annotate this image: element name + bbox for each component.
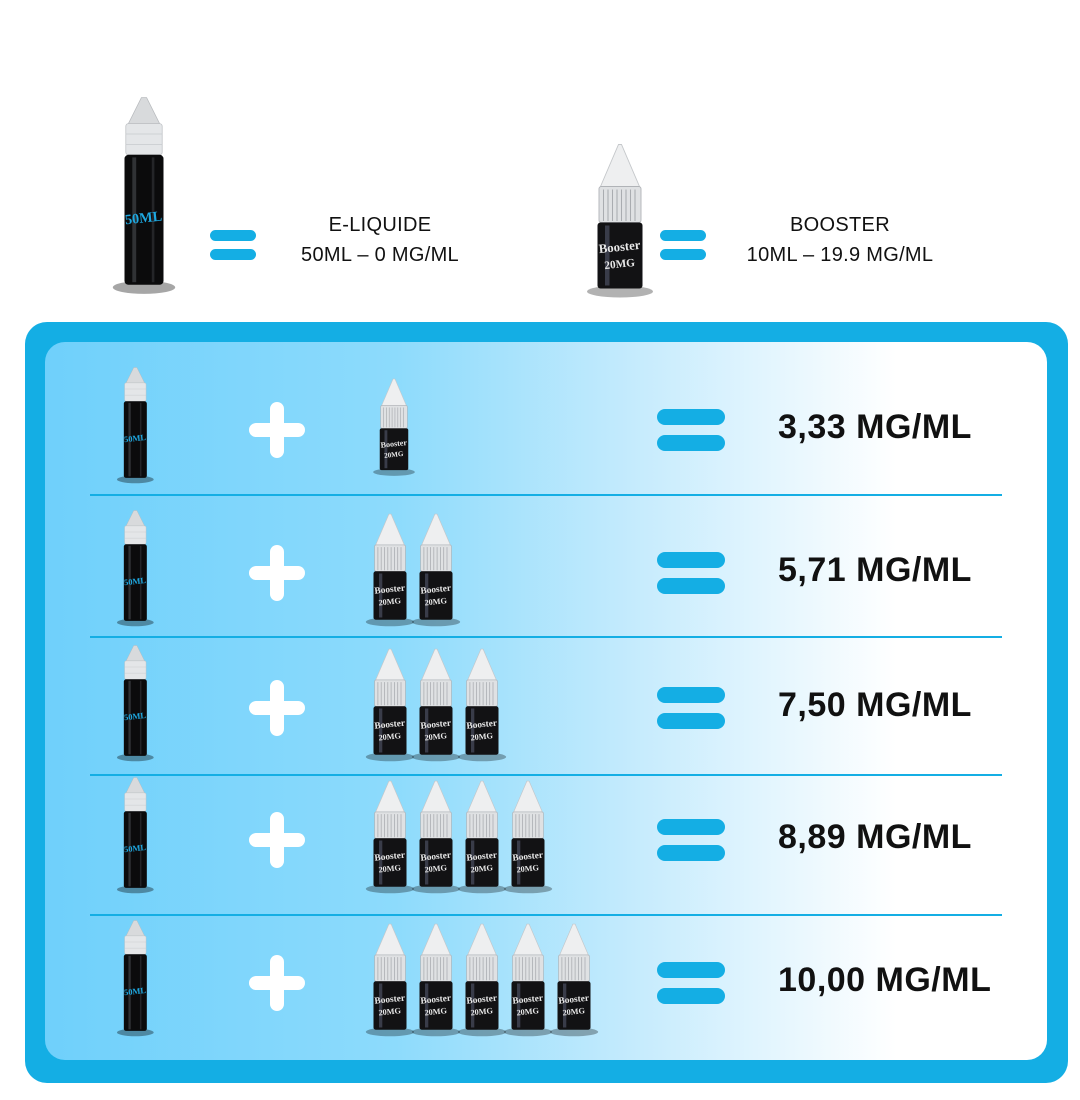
equals-icon xyxy=(657,962,725,1004)
eliquid-bottle-icon: 50ML xyxy=(116,510,154,627)
svg-text:Booster: Booster xyxy=(512,994,543,1007)
svg-text:20MG: 20MG xyxy=(516,863,540,874)
equals-icon xyxy=(657,409,725,451)
booster-bottle-icon: Booster 20MG xyxy=(457,923,507,1037)
equals-icon xyxy=(657,819,725,861)
booster-bottle-icon: Booster 20MG xyxy=(365,513,415,627)
svg-text:20MG: 20MG xyxy=(604,257,636,272)
booster-bottle-icon: Booster 20MG xyxy=(411,923,461,1037)
svg-text:Booster: Booster xyxy=(512,851,543,864)
legend-eliquid-detail: 50ML – 0 MG/ML xyxy=(301,244,459,266)
booster-bottle-icon: Booster 20MG xyxy=(411,780,461,894)
bottle-label: 50ML xyxy=(124,575,147,587)
booster-bottle-icon: Booster 20MG xyxy=(503,780,553,894)
svg-text:20MG: 20MG xyxy=(378,1006,402,1017)
svg-text:20MG: 20MG xyxy=(470,1006,494,1017)
eliquid-bottle-icon: 50ML xyxy=(116,920,154,1037)
svg-text:Booster: Booster xyxy=(466,851,497,864)
svg-text:Booster: Booster xyxy=(374,994,405,1007)
booster-bottle-icon: Booster 20MG xyxy=(411,648,461,762)
booster-bottle-icon: Booster 20MG xyxy=(457,648,507,762)
booster-bottle-icon: Booster 20MG xyxy=(549,923,599,1037)
legend-booster-detail: 10ML – 19.9 MG/ML xyxy=(746,244,934,266)
svg-text:Booster: Booster xyxy=(420,719,451,732)
svg-text:20MG: 20MG xyxy=(384,449,405,459)
eliquid-bottle-icon: 50ML xyxy=(116,777,154,894)
nicotine-result: 5,71 MG/ML xyxy=(778,551,972,589)
plus-icon xyxy=(249,545,305,601)
booster-bottle-icon: Booster 20MG xyxy=(503,923,553,1037)
svg-text:20MG: 20MG xyxy=(470,863,494,874)
plus-icon xyxy=(249,402,305,458)
svg-text:20MG: 20MG xyxy=(378,596,402,607)
svg-text:Booster: Booster xyxy=(420,851,451,864)
booster-bottle-icon: Booster 20MG xyxy=(373,378,415,476)
bottle-label: 50ML xyxy=(124,209,163,229)
eliquid-bottle-icon: 50ML xyxy=(116,367,154,484)
booster-bottle-icon: Booster 20MG xyxy=(365,780,415,894)
plus-icon xyxy=(249,812,305,868)
svg-text:20MG: 20MG xyxy=(378,731,402,742)
legend-booster: BOOSTER 10ML – 19.9 MG/ML xyxy=(720,210,960,270)
equals-icon xyxy=(660,230,706,260)
row-divider xyxy=(90,494,1002,496)
svg-text:Booster: Booster xyxy=(466,719,497,732)
row-divider xyxy=(90,914,1002,916)
equals-icon xyxy=(657,552,725,594)
svg-text:Booster: Booster xyxy=(598,238,641,256)
booster-bottle-icon: Booster 20MG xyxy=(457,780,507,894)
mix-table-panel xyxy=(45,342,1047,1060)
svg-text:Booster: Booster xyxy=(374,719,405,732)
plus-icon xyxy=(249,955,305,1011)
booster-bottle-icon: Booster 20MG xyxy=(411,513,461,627)
svg-text:Booster: Booster xyxy=(374,584,405,597)
nicotine-result: 8,89 MG/ML xyxy=(778,818,972,856)
svg-text:Booster: Booster xyxy=(380,438,408,450)
svg-text:20MG: 20MG xyxy=(424,596,448,607)
nicotine-result: 7,50 MG/ML xyxy=(778,686,972,724)
bottle-label: 50ML xyxy=(124,710,147,722)
svg-text:20MG: 20MG xyxy=(562,1006,586,1017)
svg-text:Booster: Booster xyxy=(466,994,497,1007)
svg-text:Booster: Booster xyxy=(374,851,405,864)
svg-text:20MG: 20MG xyxy=(516,1006,540,1017)
eliquid-bottle-icon: 50ML xyxy=(112,97,176,294)
booster-bottle-icon: Booster 20MG xyxy=(587,144,653,298)
row-divider xyxy=(90,636,1002,638)
legend-eliquid-title: E-LIQUIDE xyxy=(328,214,432,236)
legend-eliquid: E-LIQUIDE 50ML – 0 MG/ML xyxy=(270,210,490,270)
plus-icon xyxy=(249,680,305,736)
svg-text:20MG: 20MG xyxy=(424,731,448,742)
svg-text:20MG: 20MG xyxy=(378,863,402,874)
bottle-label: 50ML xyxy=(124,985,147,997)
bottle-label: 50ML xyxy=(124,432,147,444)
svg-text:20MG: 20MG xyxy=(424,863,448,874)
nicotine-result: 3,33 MG/ML xyxy=(778,408,972,446)
svg-text:20MG: 20MG xyxy=(424,1006,448,1017)
equals-icon xyxy=(210,230,256,260)
legend-booster-title: BOOSTER xyxy=(790,214,890,236)
svg-text:20MG: 20MG xyxy=(470,731,494,742)
svg-text:Booster: Booster xyxy=(558,994,589,1007)
row-divider xyxy=(90,774,1002,776)
nicotine-result: 10,00 MG/ML xyxy=(778,961,992,999)
eliquid-bottle-icon: 50ML xyxy=(116,645,154,762)
svg-text:Booster: Booster xyxy=(420,994,451,1007)
bottle-label: 50ML xyxy=(124,842,147,854)
svg-text:Booster: Booster xyxy=(420,584,451,597)
booster-bottle-icon: Booster 20MG xyxy=(365,923,415,1037)
equals-icon xyxy=(657,687,725,729)
booster-bottle-icon: Booster 20MG xyxy=(365,648,415,762)
